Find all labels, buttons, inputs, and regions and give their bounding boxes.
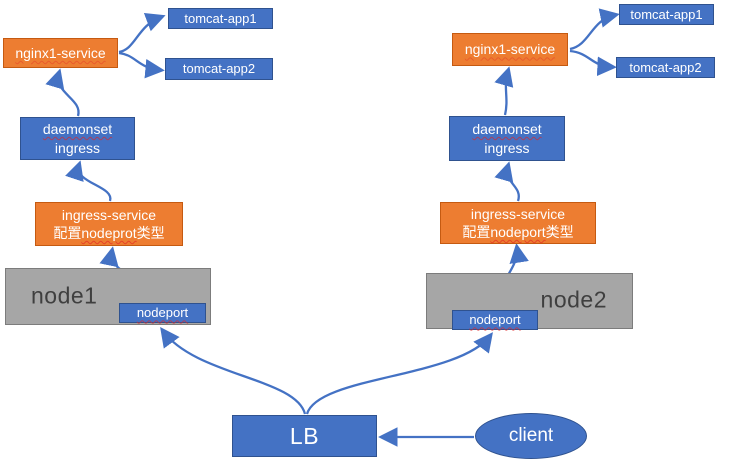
right-tomcat-app1-label: tomcat-app1 xyxy=(630,6,703,22)
left-ingress-type-prefix: 配置 xyxy=(53,225,82,241)
left-ingress-service-label-line2: 配置nodeprot类型 xyxy=(53,224,164,242)
right-ingress-type-suffix: 类型 xyxy=(545,224,574,240)
node1-label: node1 xyxy=(31,282,98,309)
arrow-left-nginx-to-tomcat-app1 xyxy=(118,13,166,54)
node2-label: node2 xyxy=(540,286,607,313)
arrow-right-nginx-to-tomcat-app1 xyxy=(569,8,620,51)
left-tomcat-app1-box: tomcat-app1 xyxy=(168,8,273,29)
right-tomcat-app1-box: tomcat-app1 xyxy=(619,4,714,25)
lb-box: LB xyxy=(232,415,377,457)
left-nginx1-service-label: nginx1-service xyxy=(15,44,106,61)
left-nodeport-label: nodeport xyxy=(136,305,189,321)
right-daemonset-ingress-box: daemonset ingress xyxy=(449,116,565,161)
arrow-left-daemonset-to-nginx xyxy=(45,68,80,117)
left-nginx1-service-box: nginx1-service xyxy=(3,38,118,68)
left-ingress-type-word: nodeprot xyxy=(81,225,137,241)
right-nodeport-box: nodeport xyxy=(452,310,538,330)
left-tomcat-app2-box: tomcat-app2 xyxy=(165,58,273,80)
right-nodeport-label: nodeport xyxy=(469,312,521,328)
right-ingress-service-label-line2: 配置nodeport类型 xyxy=(462,223,573,241)
arrow-lb-to-left-nodeport xyxy=(160,327,307,415)
right-nginx1-service-label: nginx1-service xyxy=(464,41,556,58)
right-daemonset-label-line2: ingress xyxy=(484,139,530,156)
arrow-lb-to-right-nodeport xyxy=(305,332,493,415)
left-daemonset-label-line1: daemonset xyxy=(42,121,113,138)
right-ingress-type-word: nodeport xyxy=(490,224,546,240)
arrow-left-ingress-service-to-daemonset xyxy=(65,160,112,202)
right-ingress-service-label-line1: ingress-service xyxy=(470,205,566,222)
left-tomcat-app2-label: tomcat-app2 xyxy=(182,61,256,77)
left-daemonset-ingress-box: daemonset ingress xyxy=(20,117,135,160)
arrow-right-daemonset-to-nginx xyxy=(494,66,514,116)
node1-box: node1 xyxy=(5,268,211,325)
right-tomcat-app2-box: tomcat-app2 xyxy=(616,57,715,78)
left-ingress-service-box: ingress-service 配置nodeprot类型 xyxy=(35,202,183,246)
right-nginx1-service-box: nginx1-service xyxy=(452,33,568,66)
client-label: client xyxy=(508,425,554,447)
right-ingress-type-prefix: 配置 xyxy=(462,224,491,240)
lb-label: LB xyxy=(289,422,320,449)
arrow-right-ingress-service-to-daemonset xyxy=(494,161,520,202)
left-nodeport-box: nodeport xyxy=(119,303,206,323)
right-daemonset-label-line1: daemonset xyxy=(472,121,542,138)
arrow-left-nginx-to-tomcat-app2 xyxy=(118,51,165,79)
left-ingress-type-suffix: 类型 xyxy=(136,225,165,241)
left-tomcat-app1-label: tomcat-app1 xyxy=(184,10,257,26)
left-daemonset-label-line2: ingress xyxy=(54,139,101,156)
right-tomcat-app2-label: tomcat-app2 xyxy=(629,59,702,75)
client-ellipse: client xyxy=(475,413,587,459)
left-ingress-service-label-line1: ingress-service xyxy=(61,206,157,223)
arrow-right-nginx-to-tomcat-app2 xyxy=(569,49,617,77)
right-ingress-service-box: ingress-service 配置nodeport类型 xyxy=(440,202,596,244)
